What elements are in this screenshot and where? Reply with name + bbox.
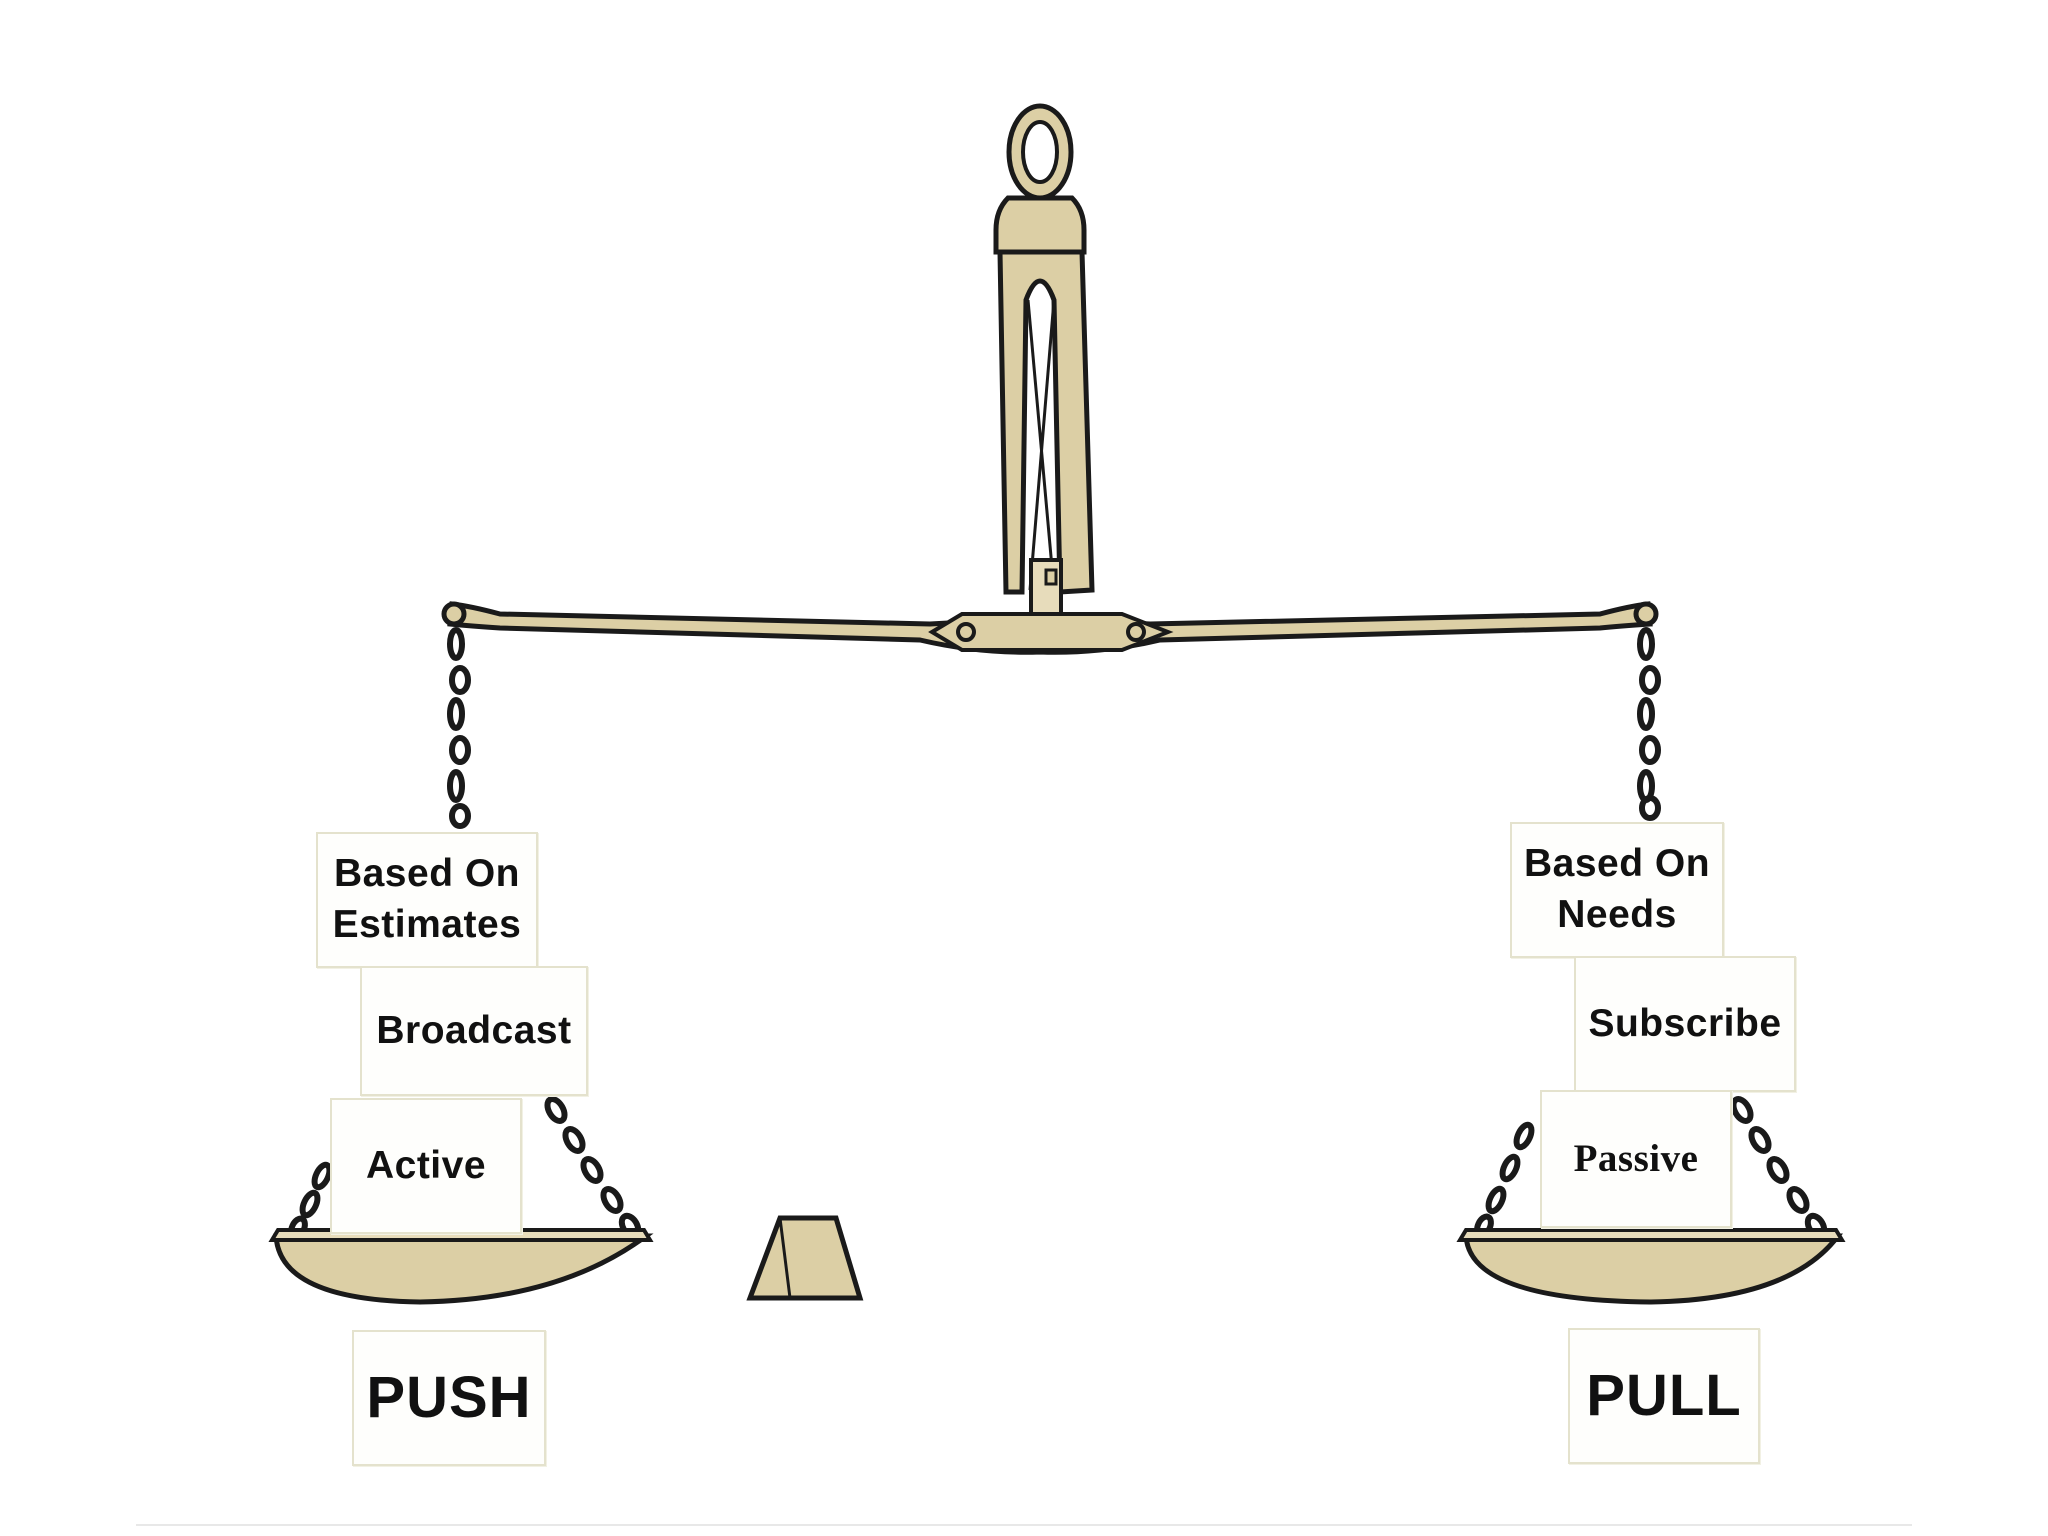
hanging-ring-icon	[1009, 106, 1071, 198]
chain-icon	[1640, 630, 1658, 818]
label-broadcast: Broadcast	[360, 966, 588, 1096]
label-text: Broadcast	[376, 1006, 571, 1057]
label-line: Needs	[1524, 890, 1710, 941]
label-line: Based On	[333, 849, 522, 900]
handle-fork	[1000, 252, 1092, 592]
label-text: Active	[366, 1141, 486, 1192]
divider	[136, 1524, 1912, 1526]
caption-text: PULL	[1586, 1358, 1741, 1433]
right-pan	[1460, 1230, 1842, 1302]
chain-icon	[450, 630, 468, 826]
handle-cap	[996, 198, 1084, 252]
label-based-on-needs: Based On Needs	[1510, 822, 1724, 958]
label-based-on-estimates: Based On Estimates	[316, 832, 538, 968]
left-pan	[272, 1230, 650, 1302]
label-subscribe: Subscribe	[1574, 956, 1796, 1092]
label-active: Active	[330, 1098, 522, 1234]
caption-push: PUSH	[352, 1330, 546, 1466]
label-line: Based On	[1524, 839, 1710, 890]
pointer-needle	[1031, 560, 1061, 616]
caption-text: PUSH	[366, 1360, 531, 1435]
caption-pull: PULL	[1568, 1328, 1760, 1464]
label-text: Passive	[1574, 1134, 1699, 1185]
label-line: Estimates	[333, 900, 522, 951]
label-passive: Passive	[1540, 1090, 1732, 1228]
label-text: Subscribe	[1588, 999, 1781, 1050]
counterweight-icon	[750, 1218, 860, 1298]
